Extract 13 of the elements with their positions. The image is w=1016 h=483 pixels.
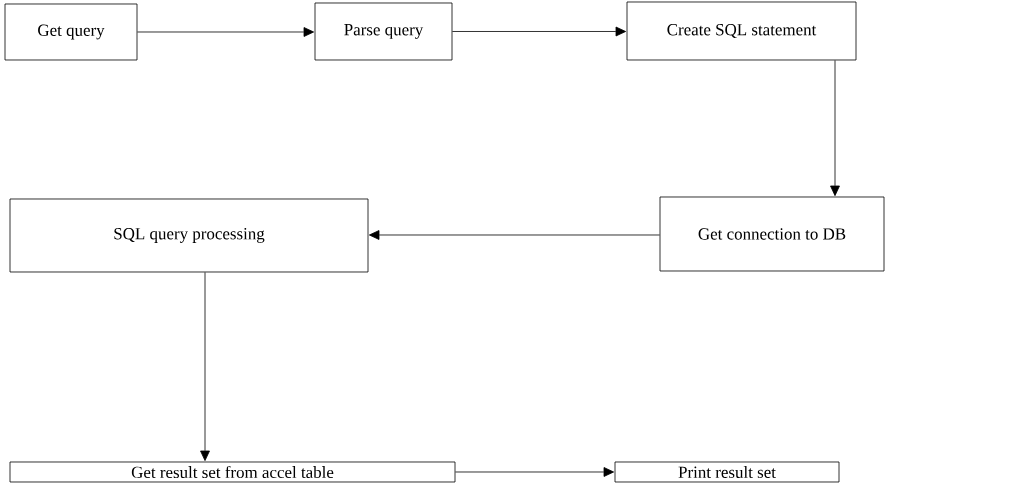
arrow — [830, 60, 840, 197]
arrow — [137, 27, 315, 37]
process-box: Parse query — [314, 2, 453, 61]
process-box: Get connection to DB — [659, 196, 885, 272]
process-box: SQL query processing — [9, 198, 369, 273]
process-box: Get query — [4, 3, 138, 61]
process-box: Get result set from accel table — [9, 461, 456, 483]
process-box: Create SQL statement — [626, 1, 857, 61]
arrow — [452, 26, 627, 37]
arrow — [369, 230, 660, 240]
process-box: Print result set — [614, 461, 840, 483]
arrow — [200, 272, 210, 461]
arrow — [455, 467, 615, 477]
